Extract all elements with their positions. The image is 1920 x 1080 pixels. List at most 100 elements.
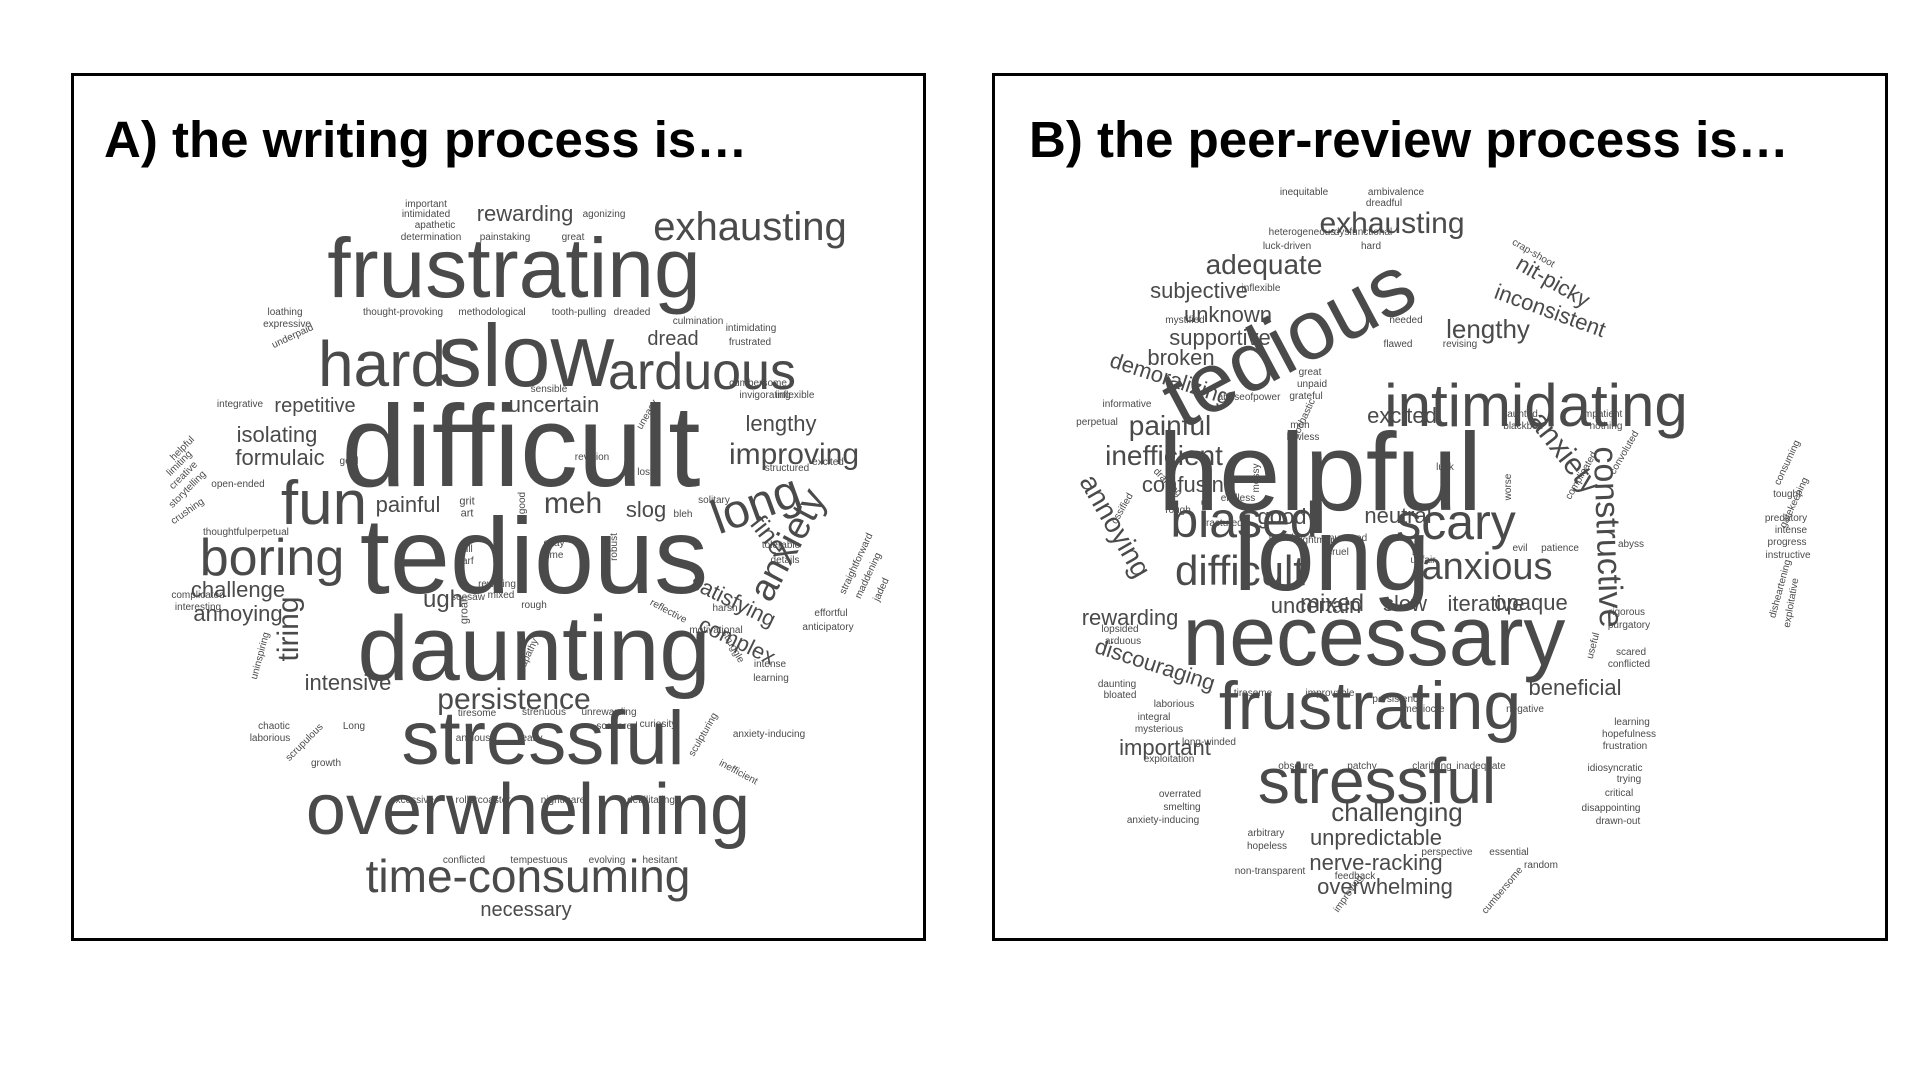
word-a-120: gold [339, 456, 359, 467]
word-b-109: persistence [1372, 694, 1424, 705]
word-b-61: informative [1102, 399, 1152, 410]
word-a-49: good [517, 491, 528, 515]
word-b-39: challenging [1331, 797, 1463, 827]
word-b-122: clarifying [1412, 761, 1452, 772]
word-b-127: drawn-out [1595, 816, 1641, 827]
word-a-5: stressful [401, 696, 685, 781]
word-b-116: learning [1614, 717, 1650, 728]
word-a-113: culmination [672, 316, 724, 327]
word-a-109: thought-provoking [362, 307, 444, 318]
word-b-7: biased [1170, 492, 1318, 548]
word-a-58: anticipatory [802, 622, 854, 633]
word-a-57: effortful [814, 608, 848, 619]
word-a-104: great [561, 232, 585, 243]
word-a-99: important [405, 199, 447, 210]
word-a-53: details [770, 555, 800, 566]
panel-a-title: A) the writing process is… [104, 111, 748, 168]
word-a-18: repetitive [274, 395, 356, 417]
word-a-105: agonizing [582, 209, 626, 220]
word-b-97: fine [1412, 539, 1423, 557]
word-a-123: perpetual [247, 527, 289, 538]
word-b-80: abyss [1617, 539, 1645, 550]
word-b-27: good [1257, 504, 1307, 529]
word-a-25: challenge [190, 577, 286, 602]
word-b-118: frustration [1602, 741, 1648, 752]
word-b-10: difficult [1175, 547, 1305, 594]
word-a-63: robust [609, 533, 620, 561]
word-b-2: necessary [1182, 589, 1566, 683]
word-a-26: annoying [193, 601, 283, 626]
word-a-73: intense [753, 659, 787, 670]
word-b-84: conflicted [1607, 659, 1651, 670]
word-a-1: slow [437, 306, 615, 405]
word-a-122: thoughtful [203, 527, 247, 538]
word-a-126: uninspiring [248, 631, 273, 681]
word-a-89: anxious [455, 733, 491, 744]
word-b-128: overrated [1158, 789, 1202, 800]
word-b-1: long [1233, 497, 1431, 613]
word-a-17: lengthy [745, 411, 817, 436]
panel-b-title: B) the peer-review process is… [1029, 111, 1789, 168]
word-b-0: helpful [1157, 411, 1483, 534]
word-a-61: okay [543, 538, 565, 549]
word-b-100: patience [1541, 543, 1579, 554]
word-a-69: rough [521, 600, 547, 611]
word-a-72: harsh [712, 603, 738, 614]
word-b-81: rigorous [1608, 607, 1646, 618]
word-b-28: neutral [1364, 503, 1432, 528]
word-b-19: unknown [1183, 302, 1273, 327]
word-b-120: obscure [1278, 761, 1314, 772]
word-a-48: art [460, 507, 474, 520]
word-a-88: growth [310, 758, 342, 769]
word-a-51: bleh [673, 509, 693, 520]
word-b-67: impatient [1581, 409, 1623, 420]
word-b-42: overwhelming [1317, 874, 1453, 899]
word-a-4: daunting [357, 598, 711, 700]
word-b-46: heterogeneous [1268, 227, 1336, 238]
word-b-48: luck-driven [1262, 241, 1312, 252]
word-a-124: complicated [171, 590, 225, 601]
word-b-112: integral [1137, 712, 1171, 723]
word-a-23: painful [375, 492, 441, 517]
word-b-133: perspective [1421, 847, 1473, 858]
word-b-111: negative [1506, 704, 1544, 715]
word-b-29: excited [1367, 403, 1437, 428]
word-a-84: chaotic [258, 721, 290, 732]
word-b-104: daunting [1097, 679, 1137, 690]
word-a-40: inflexible [775, 390, 815, 401]
word-a-94: debilitating [627, 795, 675, 806]
word-a-101: apathetic [414, 220, 456, 231]
word-a-85: Long [342, 721, 366, 732]
word-b-93: terrible [1268, 533, 1300, 544]
word-a-107: expressive [263, 319, 311, 330]
word-b-113: mysterious [1134, 724, 1184, 735]
word-b-129: smelting [1163, 802, 1201, 813]
word-b-20: supportive [1169, 325, 1271, 350]
word-a-112: dreaded [613, 307, 651, 318]
word-b-90: endless [1220, 493, 1256, 504]
word-b-117: hopefulness [1602, 729, 1656, 740]
word-b-131: arbitrary [1247, 828, 1285, 839]
word-b-4: frustrating [1218, 668, 1522, 744]
word-a-98: hesitant [642, 855, 678, 866]
word-b-43: inequitable [1279, 187, 1329, 198]
word-a-106: loathing [267, 307, 303, 318]
word-b-95: nuanced [1328, 533, 1368, 544]
word-b-57: unpaid [1296, 379, 1328, 390]
word-b-125: critical [1604, 788, 1634, 799]
word-a-14: time-consuming [365, 850, 691, 902]
word-b-37: beneficial [1528, 675, 1622, 700]
word-b-83: scared [1615, 647, 1647, 658]
word-b-38: important [1119, 735, 1211, 760]
word-b-101: useful [1584, 631, 1603, 661]
word-b-99: evil [1512, 543, 1528, 554]
word-a-114: integrative [216, 399, 264, 410]
word-a-78: unrewarding [581, 707, 637, 718]
word-b-114: long-winded [1182, 737, 1236, 748]
word-b-59: abuseofpower [1217, 392, 1281, 403]
word-b-102: lopsided [1101, 624, 1139, 635]
word-b-136: non-transparent [1234, 866, 1306, 877]
word-a-7: hard [317, 328, 447, 400]
